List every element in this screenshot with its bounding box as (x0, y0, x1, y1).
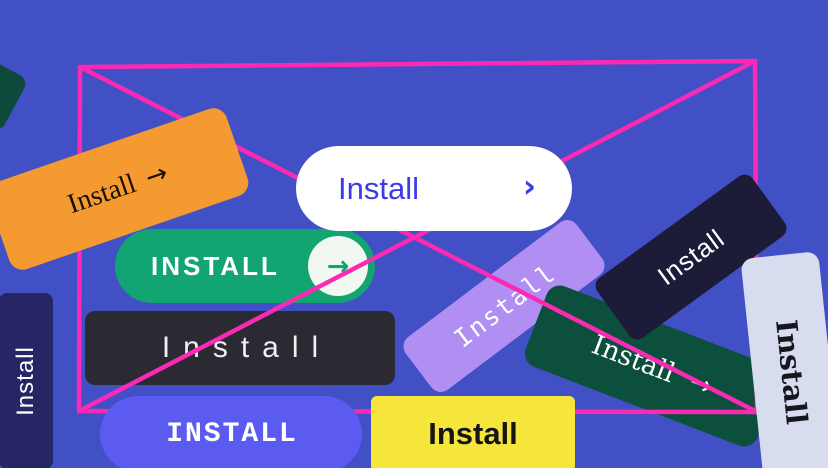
install-button-label: Install (338, 170, 419, 206)
arrow-right-icon: → (141, 157, 172, 194)
install-button-dark[interactable]: Install (85, 311, 395, 385)
chevron-right-icon: › (522, 167, 536, 205)
install-button-periwinkle-pill[interactable]: INSTALL (100, 396, 362, 468)
install-button-label: INSTALL (151, 250, 280, 281)
install-button-white-pill[interactable]: Install › (296, 146, 572, 231)
arrow-circle: → (308, 236, 368, 296)
install-button-label: Install (428, 416, 518, 451)
install-button-label: Install (63, 167, 140, 221)
install-button-label: Install (12, 346, 39, 416)
install-button-label: Install (651, 222, 730, 291)
install-button-label: Install (769, 317, 814, 427)
corner-accent-shape (0, 37, 29, 133)
arrow-right-icon: → (685, 366, 717, 403)
install-button-green-pill[interactable]: INSTALL → (115, 229, 375, 303)
install-button-yellow[interactable]: Install (371, 396, 575, 468)
install-button-indigo-vertical[interactable]: Install (0, 293, 53, 468)
arrow-right-icon: → (326, 250, 350, 282)
install-button-label: Install (161, 331, 332, 364)
install-button-label: INSTALL (166, 418, 298, 450)
